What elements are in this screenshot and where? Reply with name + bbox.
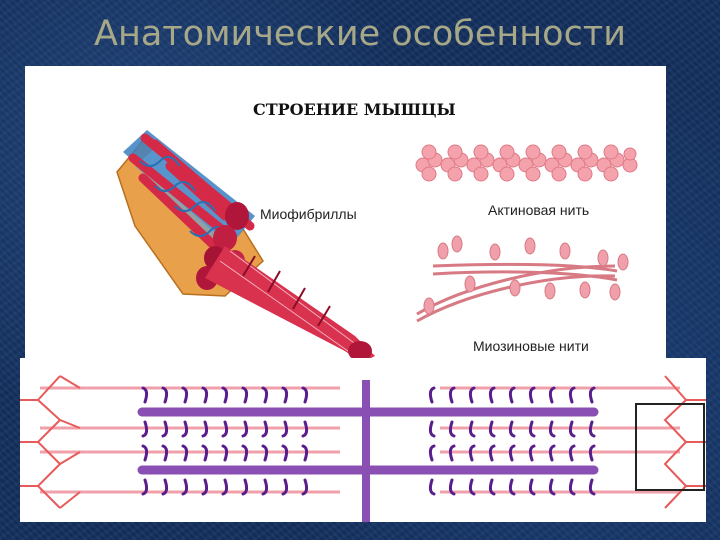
diagram-heading: СТРОЕНИЕ МЫШЦЫ <box>253 100 456 119</box>
myosin-label: Миозиновые нити <box>473 338 589 354</box>
myosin-filaments-illustration <box>416 235 629 323</box>
muscle-bundle-illustration <box>116 130 375 360</box>
muscle-structure-panel: СТРОЕНИЕ МЫШЦЫ Миофибриллы Актиновая нит… <box>25 66 666 360</box>
sarcomere-diagram <box>20 375 706 522</box>
myofibrils-label: Миофибриллы <box>260 206 357 222</box>
actin-filament-illustration <box>415 144 638 182</box>
slide-title: Анатомические особенности <box>94 14 626 54</box>
sarcomere-panel <box>20 358 706 522</box>
actin-label: Актиновая нить <box>488 202 590 218</box>
